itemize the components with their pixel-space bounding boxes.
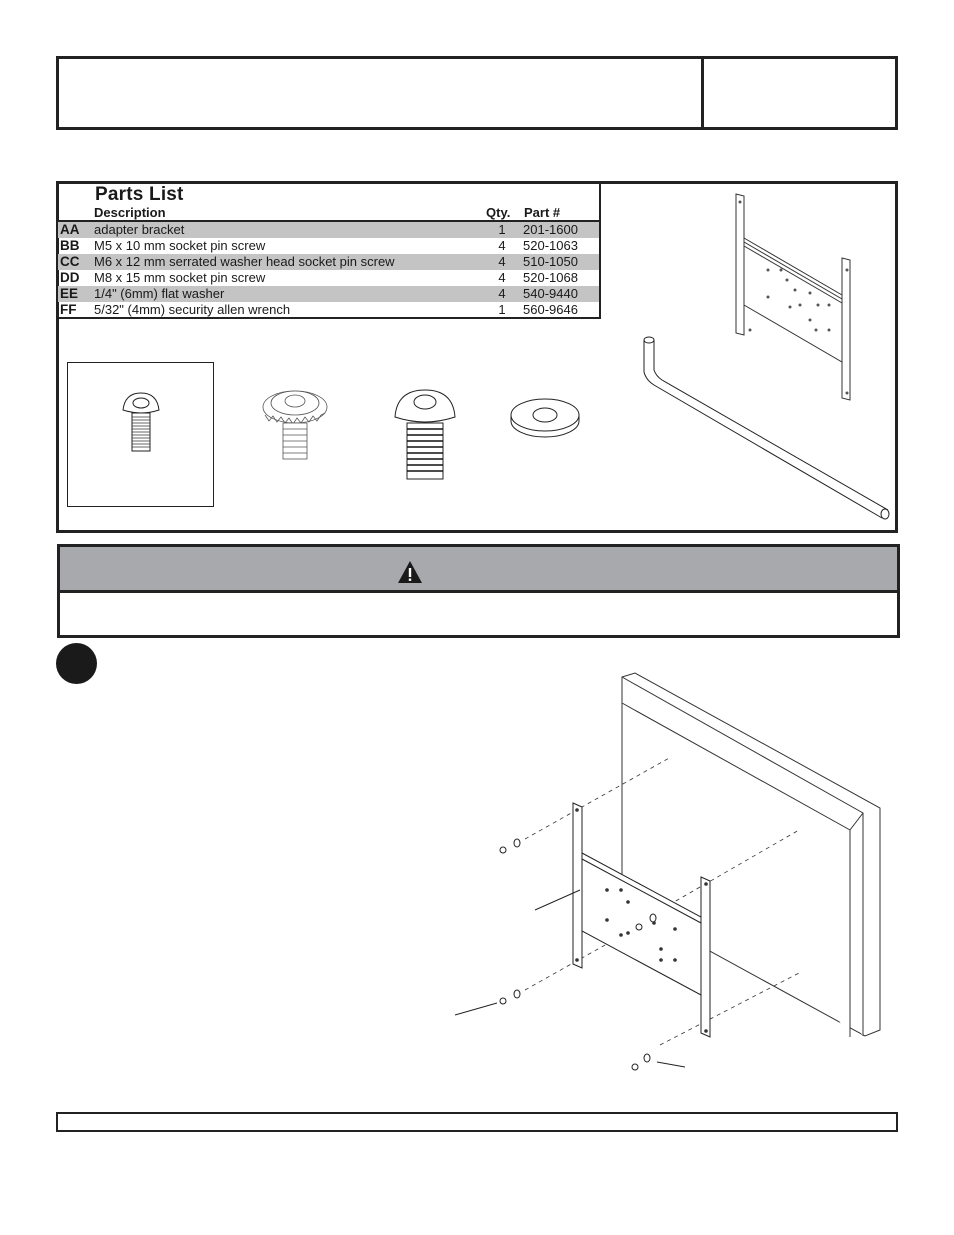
part-number: 510-1050 — [523, 254, 578, 269]
part-qty: 4 — [498, 270, 506, 285]
bracket-to-display-assembly-icon — [454, 672, 881, 1071]
part-number: 201-1600 — [523, 222, 578, 237]
parts-list-title: Parts List — [95, 184, 184, 205]
part-description: M6 x 12 mm serrated washer head socket p… — [94, 254, 395, 269]
table-row: CC M6 x 12 mm serrated washer head socke… — [58, 254, 599, 270]
part-id: CC — [60, 254, 80, 269]
serrated-washer-screw-icon — [262, 390, 328, 460]
part-number: 540-9440 — [523, 286, 578, 301]
header-title-box — [56, 56, 704, 130]
part-qty: 1 — [498, 302, 506, 317]
m5-screw-actual-size-box — [67, 362, 214, 507]
part-id: AA — [60, 222, 80, 237]
part-description: 1/4" (6mm) flat washer — [94, 286, 225, 301]
part-qty: 4 — [498, 254, 506, 269]
part-number: 560-9646 — [523, 302, 578, 317]
table-row: EE 1/4" (6mm) flat washer 4 540-9440 — [58, 286, 599, 302]
part-id: EE — [60, 286, 79, 301]
part-qty: 1 — [498, 222, 506, 237]
part-description: 5/32" (4mm) security allen wrench — [94, 302, 291, 317]
part-description: M5 x 10 mm socket pin screw — [94, 238, 266, 253]
column-header-qty: Qty. — [486, 205, 511, 220]
part-qty: 4 — [498, 286, 506, 301]
part-id: DD — [60, 270, 80, 285]
step-number-badge — [56, 643, 97, 684]
column-header-part: Part # — [524, 205, 561, 220]
warning-triangle-icon — [398, 561, 422, 583]
part-id: BB — [60, 238, 80, 253]
header-divider — [58, 220, 599, 222]
warning-box — [57, 544, 900, 638]
table-row: AA adapter bracket 1 201-1600 — [58, 222, 599, 238]
part-id: FF — [60, 302, 77, 317]
column-header-description: Description — [94, 205, 166, 220]
warning-header-band — [60, 547, 897, 593]
part-number: 520-1063 — [523, 238, 578, 253]
table-row: DD M8 x 15 mm socket pin screw 4 520-106… — [58, 270, 599, 286]
parts-list-table: Parts List Description Qty. Part # AA ad… — [58, 184, 601, 319]
parts-panel — [56, 181, 898, 533]
m8-screw-icon — [394, 389, 456, 480]
m5-screw-icon — [122, 392, 160, 452]
header-model-box — [701, 56, 898, 130]
part-qty: 4 — [498, 238, 506, 253]
footer-box — [56, 1112, 898, 1132]
table-row: FF 5/32" (4mm) security allen wrench 1 5… — [58, 302, 599, 318]
part-description: M8 x 15 mm socket pin screw — [94, 270, 266, 285]
table-row: BB M5 x 10 mm socket pin screw 4 520-106… — [58, 238, 599, 254]
part-description: adapter bracket — [94, 222, 185, 237]
part-number: 520-1068 — [523, 270, 578, 285]
flat-washer-icon — [510, 398, 580, 438]
adapter-bracket-and-wrench-icon — [643, 193, 890, 520]
